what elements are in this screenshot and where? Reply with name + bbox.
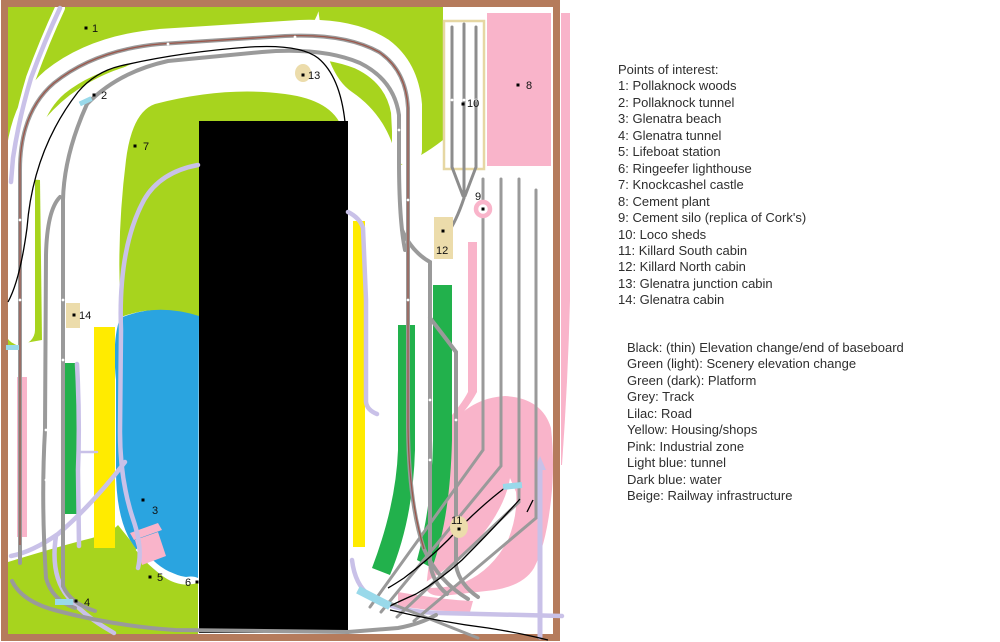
poi-label-12: 12	[436, 245, 448, 257]
legend-line: Yellow: Housing/shops	[627, 422, 758, 438]
platforms	[65, 285, 452, 575]
poi-dot-3	[141, 498, 145, 502]
poi-dot-11	[457, 527, 461, 531]
poi-label-13: 13	[308, 70, 320, 82]
legend-line: Black: (thin) Elevation change/end of ba…	[627, 340, 904, 355]
legend-line: Grey: Track	[627, 389, 695, 405]
industrial-zone-cut	[418, 478, 517, 588]
poi-label-2: 2	[101, 90, 107, 102]
turnout-dots	[18, 35, 478, 482]
poi-label-7: 7	[143, 141, 149, 153]
poi-label-9: 9	[475, 191, 481, 203]
poi-line: 7: Knockcashel castle	[618, 177, 744, 193]
poi-dot-14	[72, 313, 76, 317]
legend-line: Green (light): Scenery elevation change	[627, 356, 857, 372]
loco-shed-tracks	[445, 22, 478, 236]
poi-line: 6: Ringeefer lighthouse	[618, 160, 752, 176]
poi-dot-7	[133, 144, 137, 148]
rail-red-line	[19, 34, 425, 550]
poi-line: 13: Glenatra junction cabin	[618, 275, 773, 291]
poi-line: 2: Pollaknock tunnel	[618, 94, 735, 110]
poi-label-5: 5	[157, 572, 163, 584]
poi-line: 4: Glenatra tunnel	[618, 127, 722, 143]
poi-line: 1: Pollaknock woods	[618, 78, 737, 94]
legend-line: Green (dark): Platform	[627, 372, 757, 388]
poi-dot-8	[516, 83, 520, 87]
poi-dot-9	[481, 207, 485, 211]
poi-label-11: 11	[451, 515, 462, 527]
elevation-block	[199, 121, 348, 633]
killard-south-cabin-blob	[450, 516, 468, 538]
poi-dot-10	[461, 102, 465, 106]
poi-dot-13	[301, 73, 305, 77]
poi-dot-5	[148, 575, 152, 579]
poi-label-10: 10	[467, 98, 479, 110]
poi-line: 3: Glenatra beach	[618, 111, 722, 127]
poi-line: 9: Cement silo (replica of Cork's)	[618, 210, 807, 226]
poi-label-4: 4	[84, 597, 90, 609]
poi-label-1: 1	[92, 23, 98, 35]
elevation-lines	[7, 45, 549, 641]
legend-line: Light blue: tunnel	[627, 455, 727, 471]
poi-line: 10: Loco sheds	[618, 226, 707, 242]
poi-line: 14: Glenatra cabin	[618, 292, 725, 308]
poi-label-8: 8	[526, 80, 532, 92]
poi-dot-1	[84, 26, 88, 30]
poi-label-14: 14	[79, 310, 91, 322]
legend-line: Lilac: Road	[627, 405, 693, 421]
poi-line: 12: Killard North cabin	[618, 259, 746, 275]
legend-line: Pink: Industrial zone	[627, 438, 745, 454]
color-legend: Black: (thin) Elevation change/end of ba…	[627, 340, 997, 505]
killard-north-cabin-box	[434, 217, 453, 259]
glenatra-junction-cabin-blob	[295, 64, 311, 82]
baseboard-border	[1, 0, 560, 641]
tunnel-markers	[6, 96, 523, 610]
cement-plant-area	[487, 13, 551, 166]
poi-line: 5: Lifeboat station	[618, 144, 721, 160]
poi-dot-4	[74, 599, 78, 603]
poi-line: 11: Killard South cabin	[618, 242, 748, 258]
poi-label-6: 6	[185, 577, 191, 589]
poi-line: 8: Cement plant	[618, 193, 710, 209]
railway-infrastructure	[66, 64, 468, 538]
poi-title: Points of interest:	[618, 62, 719, 77]
water-area	[114, 309, 199, 579]
poi-label-3: 3	[152, 505, 158, 517]
poi-dot-6	[195, 580, 199, 584]
legend-line: Dark blue: water	[627, 471, 722, 487]
poi-dot-2	[92, 93, 96, 97]
poi-dot-12	[441, 229, 445, 233]
legend-line: Beige: Railway infrastructure	[627, 488, 793, 504]
